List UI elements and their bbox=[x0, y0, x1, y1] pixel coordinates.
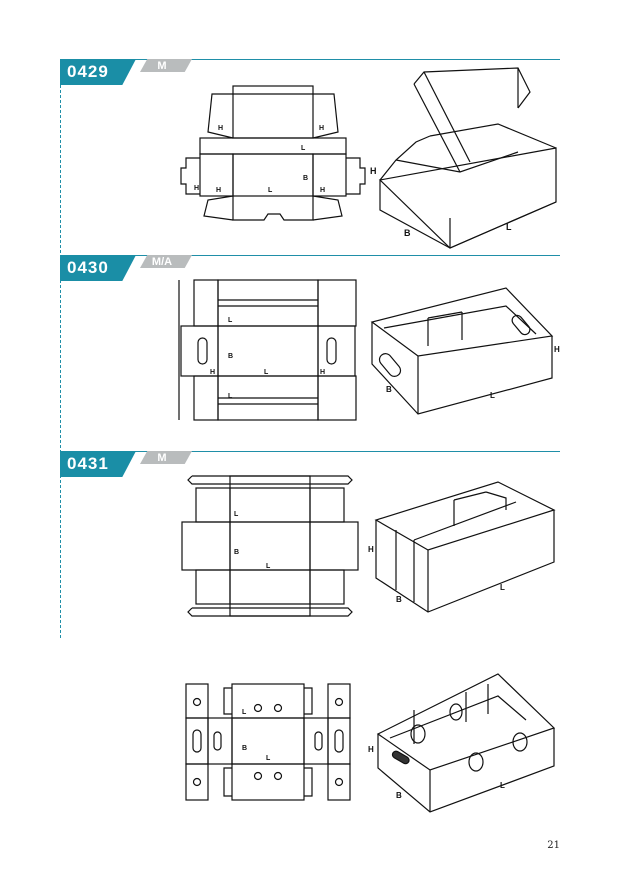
page-number: 21 bbox=[547, 840, 560, 851]
type-badge-0431: M bbox=[140, 451, 192, 464]
net-label: H bbox=[320, 187, 325, 194]
net-label: B bbox=[234, 549, 239, 556]
net-label: L bbox=[266, 563, 271, 570]
net-diagram-0430: L B H L H L bbox=[176, 278, 360, 426]
net-label: L bbox=[264, 369, 269, 376]
net-label: H bbox=[216, 187, 221, 194]
net-label: B bbox=[228, 353, 233, 360]
left-dashed-rule bbox=[60, 60, 61, 638]
net-label: H bbox=[210, 369, 215, 376]
box-diagram-4: H B L bbox=[366, 672, 558, 816]
box-label: L bbox=[506, 222, 512, 232]
box-label: H bbox=[368, 545, 374, 554]
net-label: B bbox=[303, 175, 308, 182]
net-label: L bbox=[266, 755, 271, 762]
box-label: L bbox=[500, 781, 505, 790]
type-badge-0430: M/A bbox=[140, 255, 192, 268]
net-label: H bbox=[218, 125, 223, 132]
box-diagram-0431: H B L bbox=[366, 478, 558, 618]
box-label: B bbox=[396, 595, 402, 604]
box-label: B bbox=[386, 385, 392, 394]
net-label: H bbox=[320, 369, 325, 376]
code-badge-0430: 0430 bbox=[60, 255, 136, 281]
net-label: L bbox=[301, 145, 306, 152]
net-label: B bbox=[242, 745, 247, 752]
net-label: L bbox=[234, 511, 239, 518]
type-badge-0429: M bbox=[140, 59, 192, 72]
box-label: H bbox=[368, 745, 374, 754]
net-label: L bbox=[268, 187, 273, 194]
box-diagram-0430: H B L bbox=[366, 284, 564, 418]
box-label: B bbox=[396, 791, 402, 800]
code-badge-0431: 0431 bbox=[60, 451, 136, 477]
box-label: L bbox=[490, 391, 495, 400]
box-label: B bbox=[404, 228, 411, 238]
section-rule-0429 bbox=[60, 59, 560, 60]
net-label: H bbox=[319, 125, 324, 132]
net-label: H bbox=[194, 185, 199, 192]
box-label: H bbox=[554, 345, 560, 354]
box-label: L bbox=[500, 583, 505, 592]
net-label: L bbox=[228, 317, 233, 324]
net-label: L bbox=[228, 393, 233, 400]
code-badge-0429: 0429 bbox=[60, 59, 136, 85]
net-diagram-0431: L B L bbox=[178, 472, 362, 620]
net-label: L bbox=[242, 709, 247, 716]
section-rule-0431 bbox=[60, 451, 560, 452]
box-label: H bbox=[370, 166, 377, 176]
box-diagram-0429: H B L bbox=[368, 62, 560, 252]
net-diagram-4: L B L bbox=[180, 680, 360, 804]
section-rule-0430 bbox=[60, 255, 560, 256]
net-diagram-0429: H H H H H L B L bbox=[178, 80, 368, 230]
